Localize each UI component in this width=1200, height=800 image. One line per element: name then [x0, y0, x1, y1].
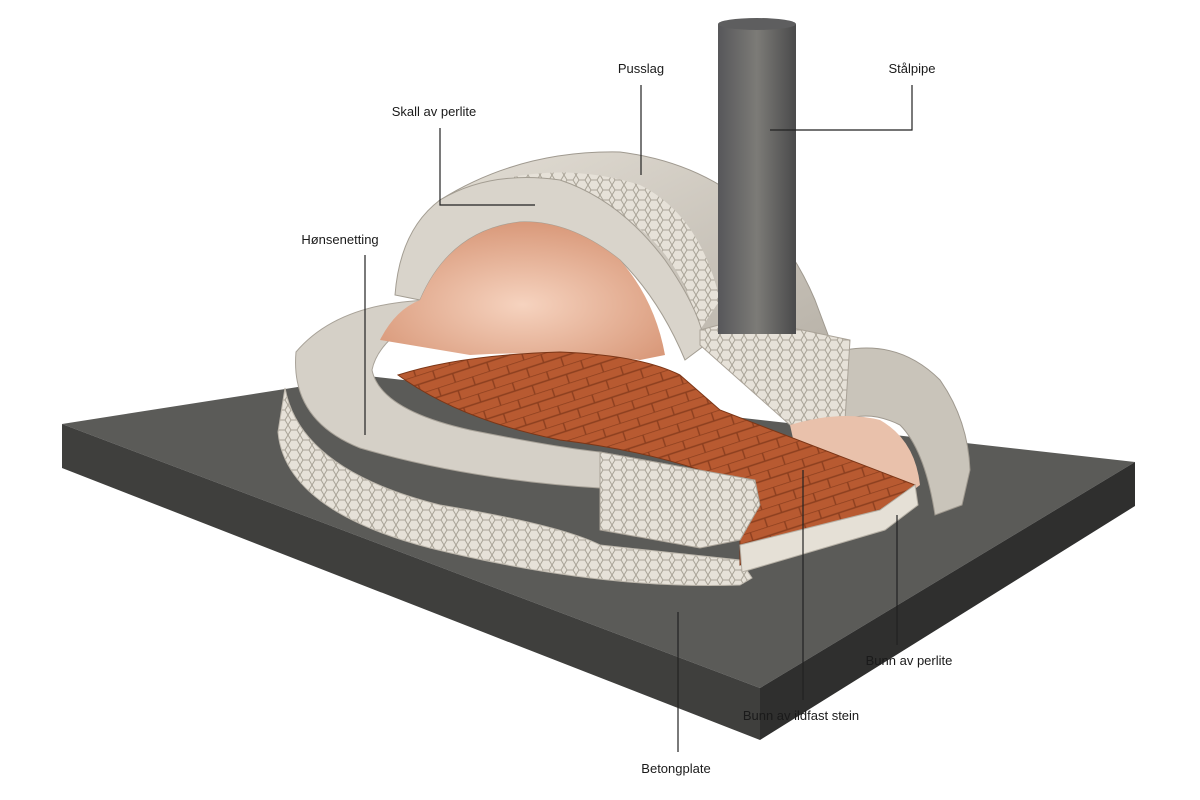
label-bunn-av-perlite: Bunn av perlite [866, 653, 953, 668]
oven-interior [380, 221, 665, 360]
label-betongplate: Betongplate [641, 761, 710, 776]
labels: Pusslag Stålpipe Skall av perlite Hønsen… [301, 61, 952, 776]
leader-stalpipe [770, 85, 913, 131]
steel-chimney [718, 18, 796, 334]
oven-entrance-arch [699, 317, 971, 516]
label-stalpipe: Stålpipe [889, 61, 936, 76]
concrete-slab-right-side [760, 462, 1135, 740]
label-honsenetting: Hønsenetting [301, 232, 378, 247]
floor-perlite-edge [739, 484, 919, 573]
chimney-pipe [718, 24, 796, 334]
concrete-slab-left-side [62, 424, 760, 740]
chimney-top [718, 18, 796, 30]
label-pusslag: Pusslag [618, 61, 664, 76]
label-skall-av-perlite: Skall av perlite [392, 104, 477, 119]
leader-skall [439, 128, 535, 206]
entrance-arch-outer [844, 347, 971, 516]
leader-lines [364, 85, 913, 752]
front-cut-block [599, 451, 761, 549]
dome-perlite-layer [480, 172, 720, 330]
base-ring-side [277, 387, 753, 587]
label-bunn-av-ildfast-stein: Bunn av ildfast stein [743, 708, 859, 723]
